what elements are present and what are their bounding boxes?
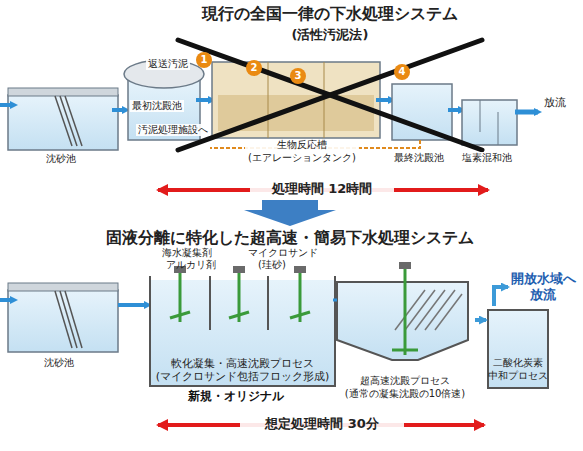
label: (珪砂) <box>258 259 286 271</box>
process-box: 軟化凝集・高速沈殿プロセス (マイクロサンド包括フロック形成) <box>140 278 345 386</box>
label: アルカリ剤 <box>166 259 216 271</box>
process-box: 超高速沈殿プロセス (通常の凝集沈殿の10倍速) <box>335 270 475 402</box>
label: 処理時間 12時間 <box>250 181 394 197</box>
process-label: 二酸化炭素 中和プロセス <box>487 357 549 382</box>
callout-number: 4 <box>394 64 410 80</box>
label: (エアレーションタンク) <box>235 152 369 164</box>
title: 現行の全国一律の下水処理システム <box>130 4 530 23</box>
label: 最初沈殿池 <box>130 100 184 112</box>
callout-number: 1 <box>196 52 212 68</box>
label: 最終沈殿池 <box>392 152 446 164</box>
label: 海水凝集剤 <box>162 247 212 259</box>
label: マイクロサンド <box>248 247 318 259</box>
label: (活性汚泥法) <box>270 27 390 43</box>
label: 新規・オリジナル <box>188 389 284 403</box>
label: 想定処理時間 30分 <box>240 416 404 432</box>
flow-arrow <box>475 318 486 322</box>
label: 固液分離に特化した超高速・簡易下水処理システム <box>70 228 510 247</box>
label: 沈砂池 <box>44 153 78 165</box>
label: 汚泥処理施設へ <box>136 124 210 136</box>
process-box: 二酸化炭素 中和プロセス <box>486 306 550 388</box>
label: 沈砂池 <box>44 357 74 369</box>
process-label: 軟化凝集・高速沈殿プロセス (マイクロサンド包括フロック形成) <box>143 357 343 385</box>
label: 返送汚泥 <box>146 58 190 70</box>
flow-arrow <box>494 287 508 306</box>
label: 放流 <box>542 96 568 109</box>
label: 生物反応槽 <box>245 139 359 151</box>
process-box: 開放水域へ 放流 <box>508 268 578 306</box>
process-label: 超高速沈殿プロセス (通常の凝集沈殿の10倍速) <box>335 375 475 400</box>
callout-number: 3 <box>290 68 306 84</box>
callout-number: 2 <box>246 60 262 76</box>
label: 塩素混和池 <box>460 152 514 164</box>
process-label: 開放水域へ 放流 <box>508 271 578 304</box>
